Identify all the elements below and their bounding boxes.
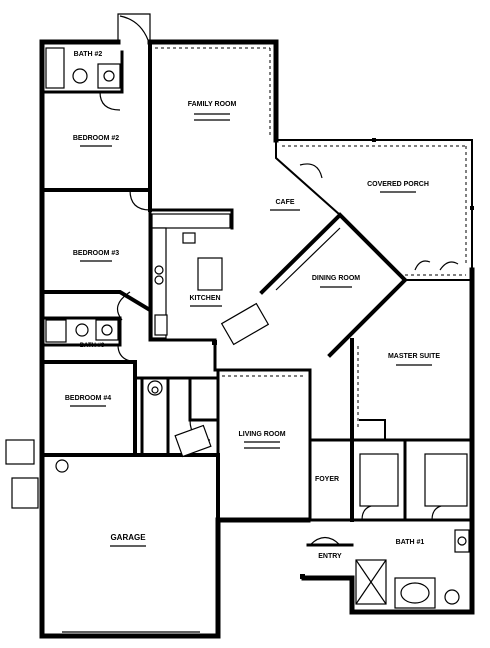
label-living-room: LIVING ROOM [238, 431, 285, 438]
label-master-suite: MASTER SUITE [388, 353, 440, 360]
fixtures [5, 47, 470, 609]
column-markers [212, 138, 474, 579]
label-family-room: FAMILY ROOM [188, 101, 237, 108]
label-bath-3: BATH #3 [80, 343, 105, 349]
dimension-marks [70, 113, 432, 547]
room-labels: BATH #2 BEDROOM #2 BEDROOM #3 BATH #3 BE… [65, 51, 441, 560]
label-entry: ENTRY [318, 553, 342, 560]
label-dining-room: DINING ROOM [312, 275, 360, 282]
label-cafe: CAFE [275, 199, 294, 206]
label-bedroom-3: BEDROOM #3 [73, 250, 119, 257]
dashed-lines [155, 47, 467, 430]
label-covered-porch: COVERED PORCH [367, 181, 429, 188]
interior-walls [40, 40, 474, 547]
label-bath-1: BATH #1 [396, 539, 425, 546]
label-garage: GARAGE [110, 533, 146, 542]
label-kitchen: KITCHEN [189, 295, 220, 302]
label-foyer: FOYER [315, 476, 339, 483]
label-bedroom-4: BEDROOM #4 [65, 395, 111, 402]
label-bedroom-2: BEDROOM #2 [73, 135, 119, 142]
label-bath-2: BATH #2 [74, 51, 103, 58]
